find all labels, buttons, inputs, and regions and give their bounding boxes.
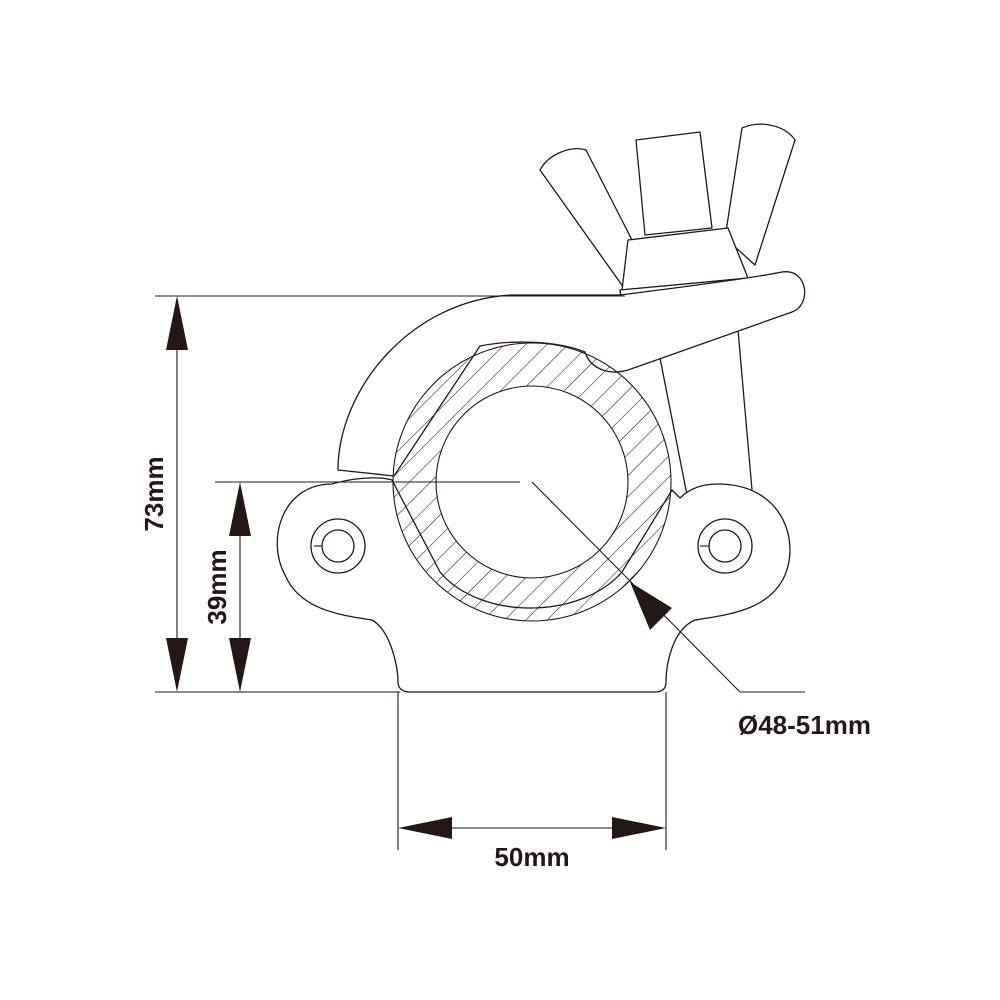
dimension-height-center: 39mm bbox=[202, 482, 251, 692]
dimension-width-base: 50mm bbox=[398, 817, 666, 872]
label-height-center: 39mm bbox=[202, 549, 232, 624]
wing-nut-left-wing bbox=[539, 148, 633, 289]
label-width-base: 50mm bbox=[494, 842, 569, 872]
right-pivot-hole bbox=[697, 518, 753, 574]
extension-lines bbox=[155, 295, 667, 850]
dimension-height-total: 73mm bbox=[139, 296, 188, 692]
label-height-total: 73mm bbox=[139, 456, 169, 531]
dimension-tube-diameter: Ø48-51mm bbox=[531, 481, 871, 740]
wing-nut-right-wing bbox=[724, 123, 796, 266]
label-tube-diameter: Ø48-51mm bbox=[738, 710, 871, 740]
left-pivot-hole bbox=[310, 518, 366, 574]
wing-nut-center-post bbox=[635, 131, 713, 236]
